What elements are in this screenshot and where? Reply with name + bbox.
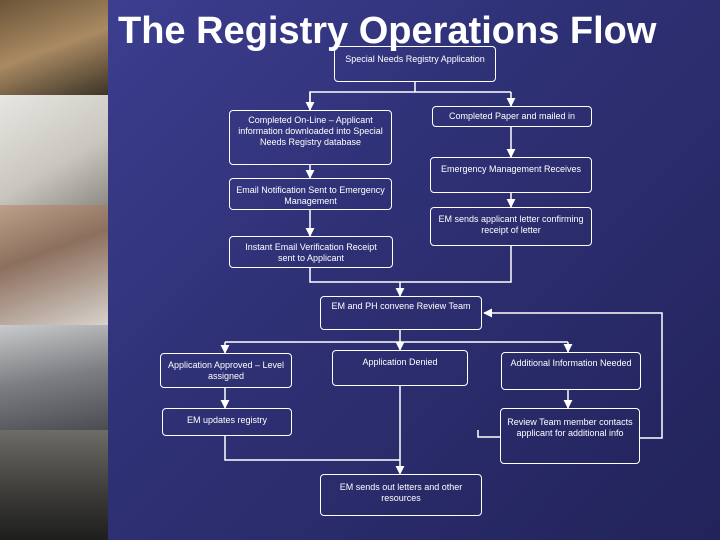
seniors-photo bbox=[0, 430, 108, 540]
node-em-receives: Emergency Management Receives bbox=[430, 157, 592, 193]
node-approved: Application Approved – Level assigned bbox=[160, 353, 292, 388]
caregiver-photo bbox=[0, 205, 108, 325]
braille-photo bbox=[0, 95, 108, 205]
node-letters: EM sends out letters and other resources bbox=[320, 474, 482, 516]
node-additional-info: Additional Information Needed bbox=[501, 352, 641, 390]
slide-title: The Registry Operations Flow bbox=[118, 10, 657, 52]
connector-outcomes bbox=[225, 330, 568, 343]
connector-to-letters bbox=[224, 386, 401, 461]
connector-merge bbox=[309, 246, 512, 283]
node-review-member: Review Team member contacts applicant fo… bbox=[500, 408, 640, 464]
photo-collage bbox=[0, 0, 108, 540]
wheelchair-photo bbox=[0, 325, 108, 430]
node-updates-registry: EM updates registry bbox=[162, 408, 292, 436]
node-review-team: EM and PH convene Review Team bbox=[320, 296, 482, 330]
node-email-notification: Email Notification Sent to Emergency Man… bbox=[229, 178, 392, 210]
node-completed-online: Completed On-Line – Applicant informatio… bbox=[229, 110, 392, 165]
node-denied: Application Denied bbox=[332, 350, 468, 386]
node-completed-paper: Completed Paper and mailed in bbox=[432, 106, 592, 127]
node-em-letter: EM sends applicant letter confirming rec… bbox=[430, 207, 592, 246]
node-email-verification: Instant Email Verification Receipt sent … bbox=[229, 236, 393, 268]
service-dog-photo bbox=[0, 0, 108, 95]
arrow-member-loop bbox=[478, 313, 663, 439]
node-application: Special Needs Registry Application bbox=[334, 46, 496, 82]
